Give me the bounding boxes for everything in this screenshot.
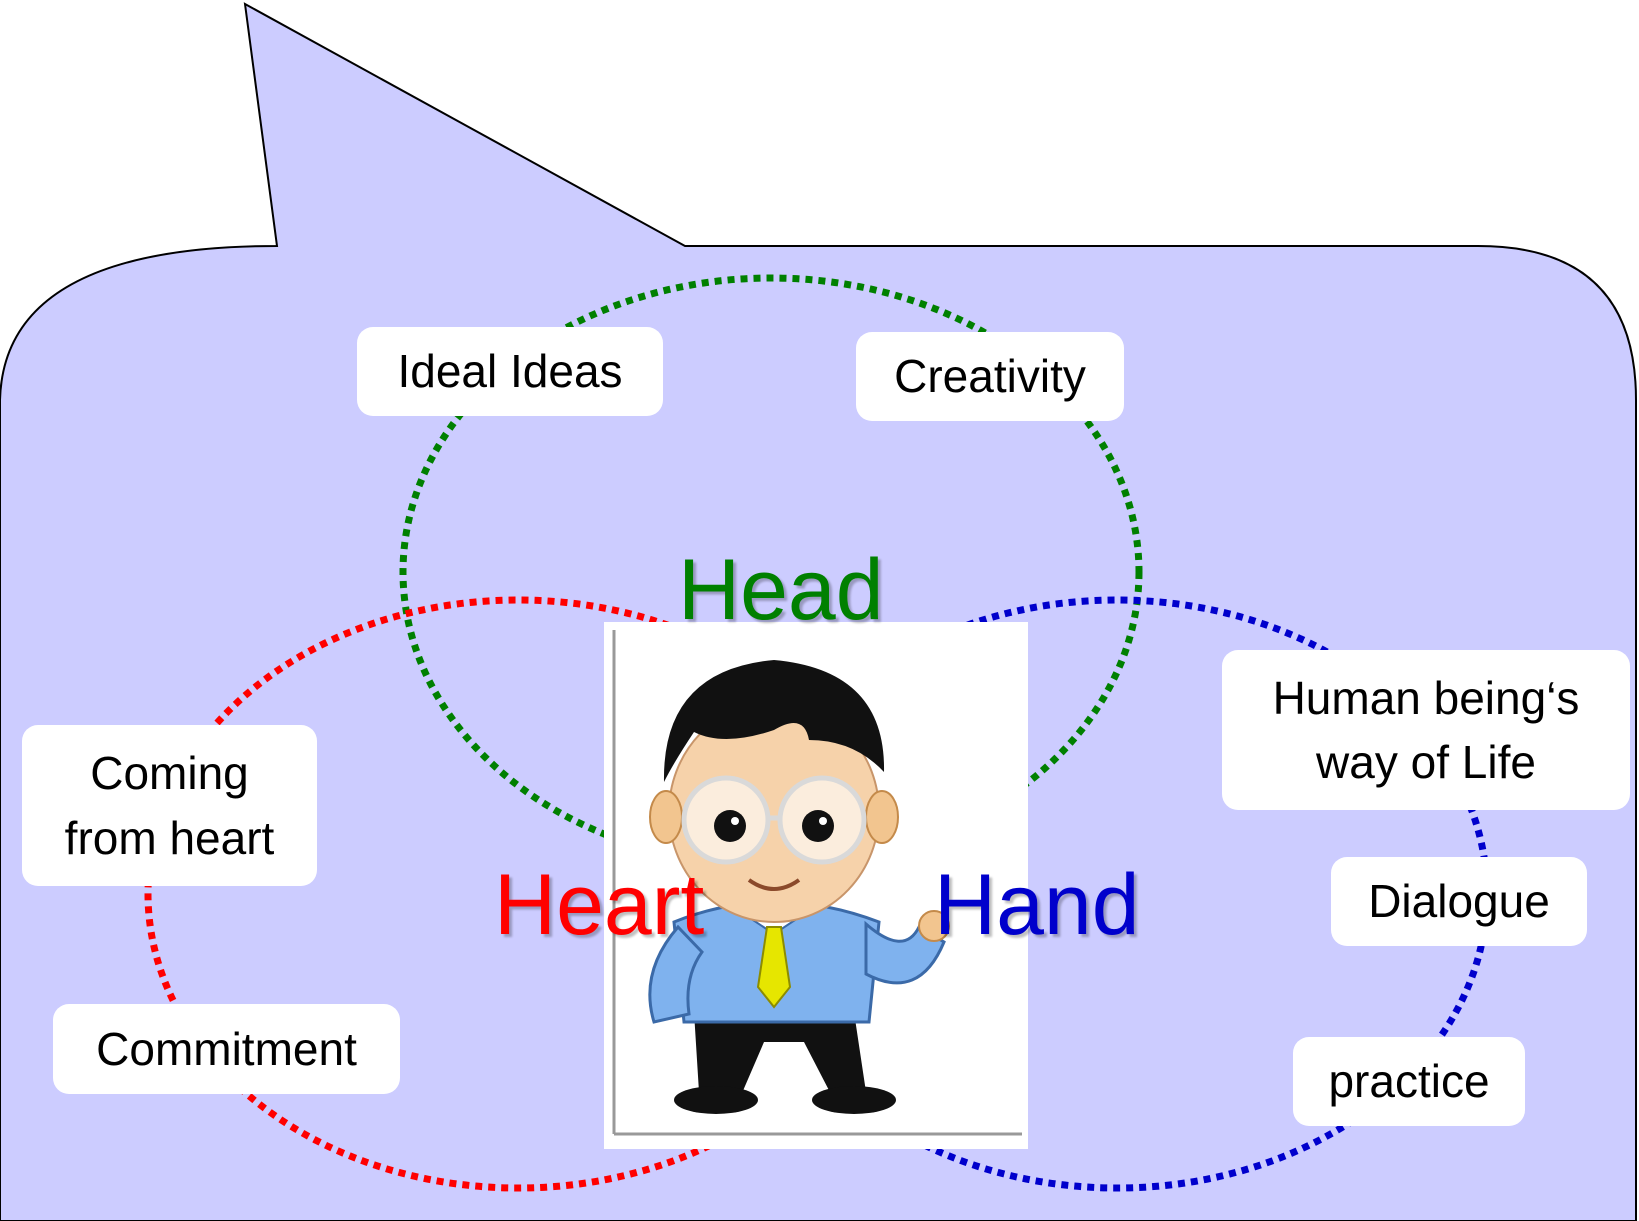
cartoon-man-icon [612,630,1022,1136]
character-illustration [604,622,1028,1149]
ideal-ideas-text: Ideal Ideas [397,345,623,398]
way-of-life-text-line1: Human being‘s [1272,671,1580,724]
ideal-ideas-label: Ideal Ideas [357,327,663,416]
practice-text: practice [1328,1055,1490,1108]
head-title: Head [678,542,884,638]
coming-from-heart-label: Coming from heart [22,725,317,886]
way-of-life-label: Human being‘s way of Life [1222,650,1630,810]
commitment-label: Commitment [53,1004,400,1094]
coming-from-heart-text-line2: from heart [64,811,275,864]
practice-label: practice [1293,1037,1525,1126]
way-of-life-text-line2: way of Life [1316,736,1536,788]
dialogue-label: Dialogue [1331,857,1587,946]
dialogue-text: Dialogue [1368,875,1550,928]
commitment-text: Commitment [96,1022,357,1075]
creativity-label: Creativity [856,332,1124,421]
coming-from-heart-text-line1: Coming [90,747,249,800]
creativity-text: Creativity [894,350,1086,403]
heart-title: Heart [494,857,705,953]
hand-title: Hand [934,857,1140,953]
